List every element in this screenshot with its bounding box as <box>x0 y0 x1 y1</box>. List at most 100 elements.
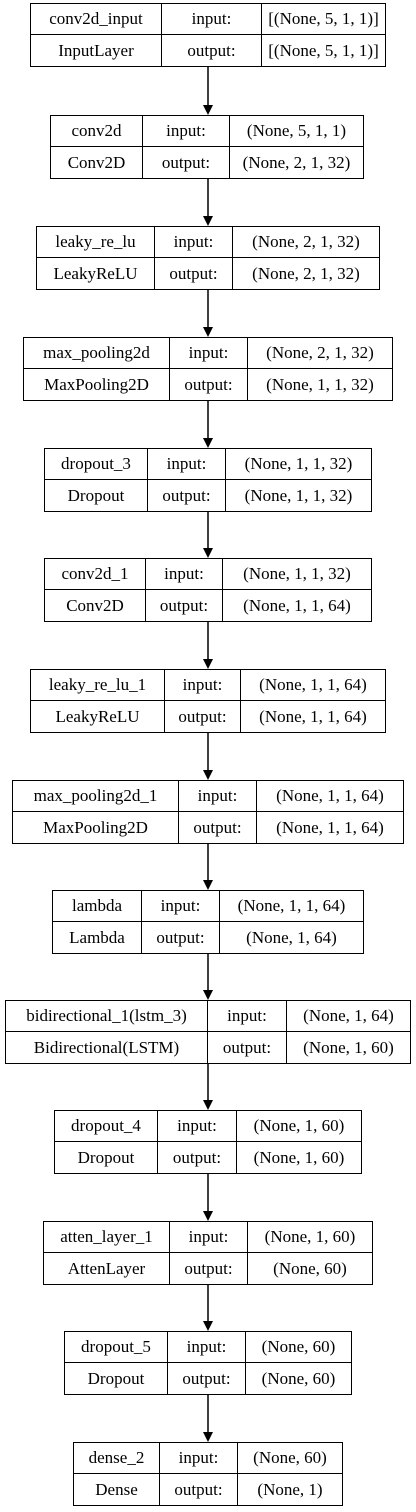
input-shape: (None, 1, 60) <box>237 1111 361 1142</box>
layer-type: AttenLayer <box>44 1253 170 1284</box>
output-label: output: <box>158 1142 237 1173</box>
input-label: input: <box>160 1443 238 1474</box>
input-label: input: <box>146 559 223 590</box>
input-shape: (None, 60) <box>246 1332 351 1363</box>
input-shape: (None, 1, 64) <box>287 1001 410 1032</box>
input-shape: (None, 1, 60) <box>248 1222 372 1253</box>
layer-box: dropout_3 input: (None, 1, 1, 32) Dropou… <box>44 448 372 512</box>
input-label: input: <box>170 338 248 369</box>
layer-type: Bidirectional(LSTM) <box>6 1032 208 1063</box>
input-label: input: <box>168 1332 246 1363</box>
output-shape: (None, 1, 60) <box>253 1147 345 1167</box>
layer-name: leaky_re_lu_1 <box>31 670 165 701</box>
input-label: input: <box>165 670 241 701</box>
output-label: output: <box>155 258 233 289</box>
input-shape: (None, 1, 1, 64) <box>220 891 363 922</box>
output-label: output: <box>143 147 230 178</box>
layer-type: LeakyReLU <box>31 701 165 732</box>
input-shape: (None, 2, 1, 32) <box>248 338 392 369</box>
layer-box: dense_2 input: (None, 60) Dense output: … <box>73 1442 343 1506</box>
output-shape: (None, 1, 1, 64) <box>259 706 367 726</box>
output-shape: (None, 60) <box>273 1258 347 1278</box>
layer-type: MaxPooling2D <box>24 369 170 400</box>
layer-box: leaky_re_lu input: (None, 2, 1, 32) Leak… <box>36 226 380 290</box>
input-label: input: <box>148 449 226 480</box>
arrowhead-icon <box>203 548 213 558</box>
output-label: output: <box>208 1032 287 1063</box>
input-label: input: <box>170 1222 248 1253</box>
layer-box: conv2d_input input: [(None, 5, 1, 1)] In… <box>30 3 386 67</box>
output-label: output: <box>170 369 248 400</box>
layer-name: dense_2 <box>74 1443 160 1474</box>
arrowhead-icon <box>203 327 213 337</box>
output-label: output: <box>170 1253 248 1284</box>
layer-name: conv2d_input <box>31 4 162 35</box>
output-label: output: <box>146 590 223 621</box>
input-shape: (None, 1, 1, 32) <box>223 559 371 590</box>
input-shape: (None, 1, 1, 32) <box>226 449 371 480</box>
layer-type: InputLayer <box>31 35 162 66</box>
input-label: input: <box>158 1111 237 1142</box>
arrowhead-icon <box>203 1432 213 1442</box>
arrowhead-icon <box>203 880 213 890</box>
layer-box: conv2d_1 input: (None, 1, 1, 32) Conv2D … <box>44 558 372 622</box>
input-label: input: <box>162 4 262 35</box>
arrowhead-icon <box>203 770 213 780</box>
layer-name: dropout_5 <box>65 1332 168 1363</box>
layer-type: Lambda <box>53 922 142 953</box>
arrowhead-icon <box>203 216 213 226</box>
input-label: input: <box>179 781 257 812</box>
layer-type: MaxPooling2D <box>13 812 179 843</box>
output-shape: (None, 1, 64) <box>246 927 337 947</box>
output-label: output: <box>168 1363 246 1394</box>
output-shape: (None, 2, 1, 32) <box>242 152 351 172</box>
layer-box: atten_layer_1 input: (None, 1, 60) Atten… <box>43 1221 373 1285</box>
layer-box: leaky_re_lu_1 input: (None, 1, 1, 64) Le… <box>30 669 386 733</box>
input-label: input: <box>142 891 220 922</box>
output-label: output: <box>148 480 226 511</box>
output-shape: [(None, 5, 1, 1)] <box>268 40 379 60</box>
output-shape: (None, 1, 1, 32) <box>244 485 353 505</box>
layer-name: max_pooling2d_1 <box>13 781 179 812</box>
input-shape: [(None, 5, 1, 1)] <box>262 4 385 35</box>
output-shape: (None, 1, 1, 64) <box>243 595 351 615</box>
layer-type: Conv2D <box>45 590 146 621</box>
layer-type: Dropout <box>45 480 148 511</box>
layer-name: dropout_4 <box>55 1111 158 1142</box>
arrowhead-icon <box>203 438 213 448</box>
layer-box: lambda input: (None, 1, 1, 64) Lambda ou… <box>52 890 364 954</box>
layer-name: leaky_re_lu <box>37 227 155 258</box>
input-label: input: <box>208 1001 287 1032</box>
layer-name: bidirectional_1(lstm_3) <box>6 1001 208 1032</box>
layer-name: atten_layer_1 <box>44 1222 170 1253</box>
output-label: output: <box>165 701 241 732</box>
output-label: output: <box>179 812 257 843</box>
output-shape: (None, 60) <box>261 1368 336 1388</box>
output-shape: (None, 1, 1, 32) <box>266 374 374 394</box>
layer-type: LeakyReLU <box>37 258 155 289</box>
output-label: output: <box>162 35 262 66</box>
layer-type: Conv2D <box>51 147 143 178</box>
input-shape: (None, 2, 1, 32) <box>233 227 379 258</box>
layer-name: conv2d <box>51 116 143 147</box>
layer-name: dropout_3 <box>45 449 148 480</box>
output-shape: (None, 1) <box>257 1479 323 1499</box>
layer-box: dropout_5 input: (None, 60) Dropout outp… <box>64 1331 352 1395</box>
arrowhead-icon <box>203 659 213 669</box>
layer-box: max_pooling2d_1 input: (None, 1, 1, 64) … <box>12 780 404 844</box>
output-shape: (None, 1, 60) <box>303 1037 394 1057</box>
layer-box: bidirectional_1(lstm_3) input: (None, 1,… <box>5 1000 411 1064</box>
arrowhead-icon <box>203 105 213 115</box>
arrowhead-icon <box>203 1321 213 1331</box>
arrowhead-icon <box>203 1100 213 1110</box>
layer-type: Dropout <box>55 1142 158 1173</box>
input-label: input: <box>143 116 230 147</box>
output-label: output: <box>142 922 220 953</box>
input-label: input: <box>155 227 233 258</box>
input-shape: (None, 1, 1, 64) <box>241 670 385 701</box>
layer-type: Dense <box>74 1474 160 1505</box>
output-shape: (None, 1, 1, 64) <box>276 817 384 837</box>
layer-name: conv2d_1 <box>45 559 146 590</box>
arrowhead-icon <box>203 1211 213 1221</box>
